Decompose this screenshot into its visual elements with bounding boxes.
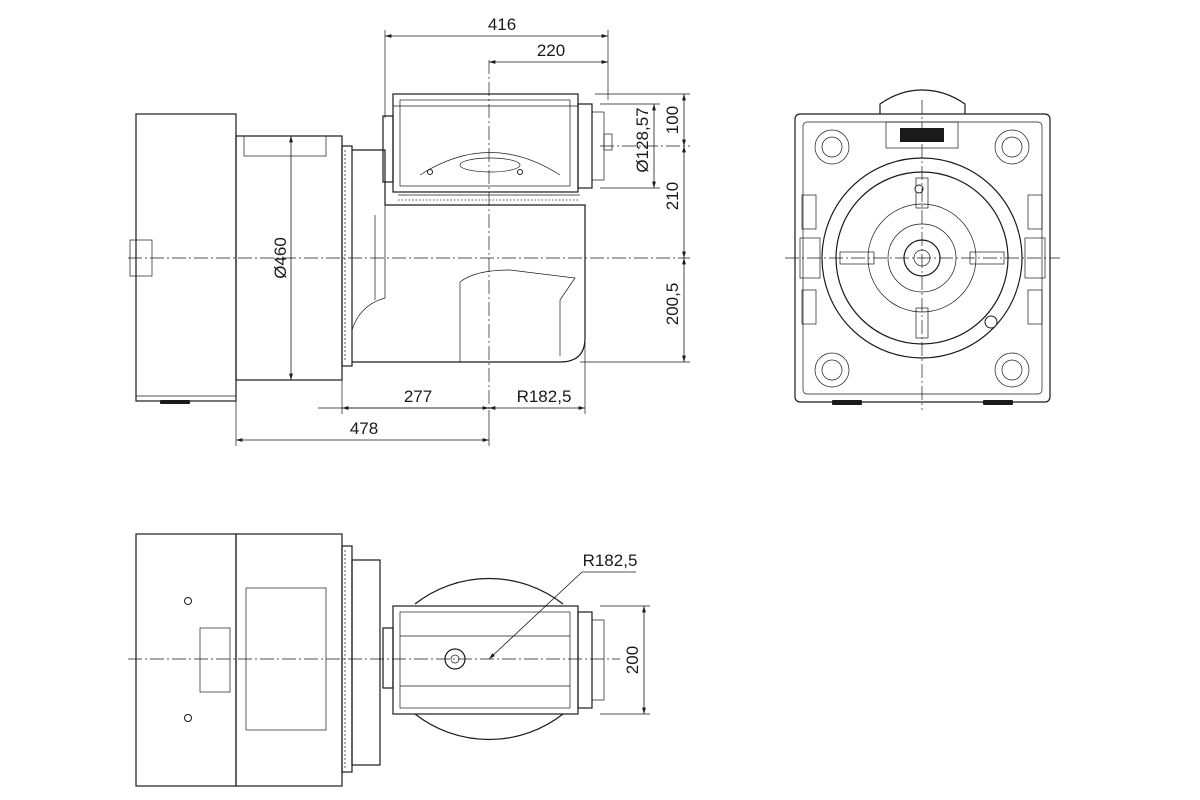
dim-210: 210	[663, 182, 682, 210]
dim-416: 416	[488, 15, 516, 34]
dim-478: 478	[350, 419, 378, 438]
dim-200-5: 200,5	[663, 283, 682, 326]
dim-dia-128-57: Ø128,57	[633, 107, 652, 172]
side-view	[785, 89, 1060, 410]
top-view: R182,5 200	[128, 533, 650, 787]
dim-100: 100	[663, 106, 682, 134]
dim-200: 200	[623, 646, 642, 674]
dim-r182-5-front: R182,5	[517, 387, 572, 406]
front-view: 416 220 100 210 200,5 Ø128,57 Ø460 277 R…	[128, 15, 690, 446]
dim-220: 220	[537, 41, 565, 60]
dim-dia-460: Ø460	[271, 237, 290, 279]
dim-277: 277	[404, 387, 432, 406]
dim-r182-5-top: R182,5	[583, 551, 638, 570]
